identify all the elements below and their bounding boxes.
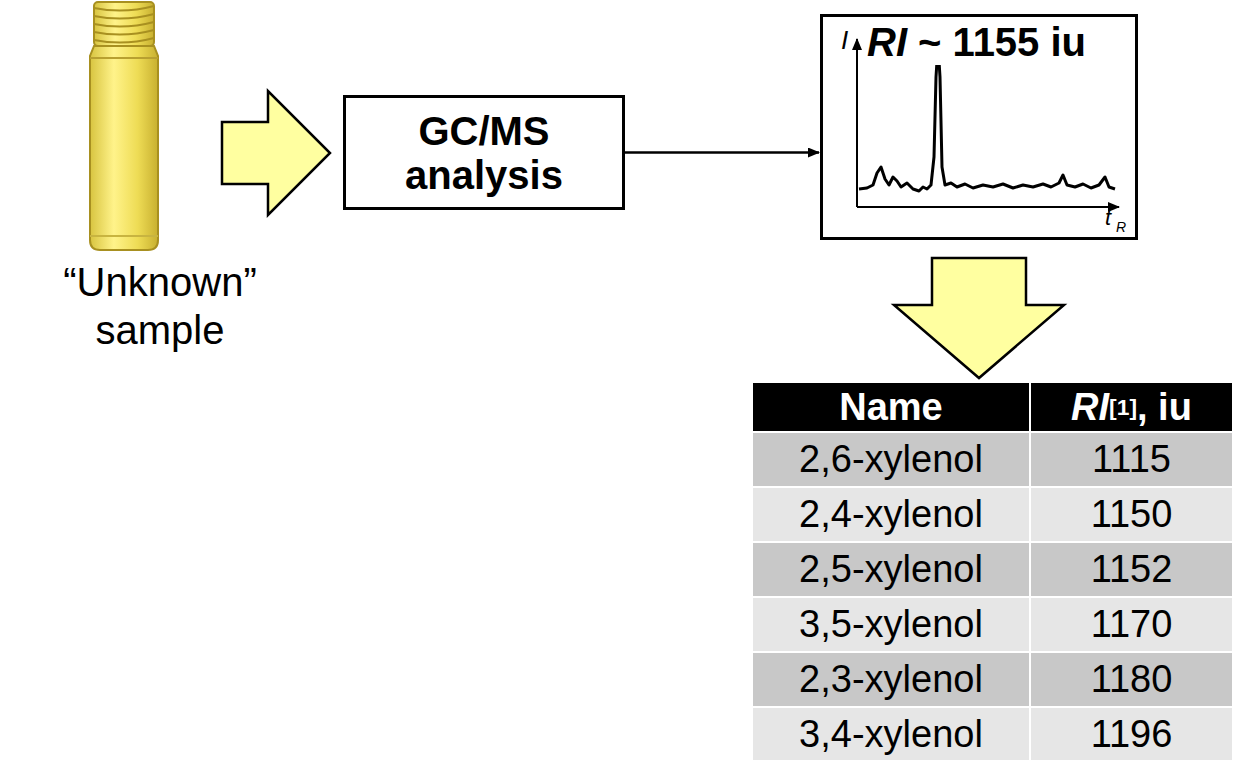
- table-cell: 2,3-xylenol: [752, 652, 1030, 707]
- block-arrow: [222, 91, 330, 215]
- axis-label: R: [1116, 220, 1126, 234]
- table-header-cell: Name: [752, 382, 1030, 432]
- table-cell: 1180: [1030, 652, 1233, 707]
- table-cell: 3,4-xylenol: [752, 707, 1030, 761]
- table-cell: 2,5-xylenol: [752, 542, 1030, 597]
- table-cell: 1115: [1030, 432, 1233, 487]
- flow-arrow: [625, 151, 819, 154]
- sample-label: “Unknown” sample: [35, 258, 285, 354]
- axis-label: I: [841, 27, 848, 53]
- table-cell: 1170: [1030, 597, 1233, 652]
- process-box: GC/MS analysis: [343, 95, 625, 210]
- vial-illustration: [86, 0, 162, 252]
- table-cell: 3,5-xylenol: [752, 597, 1030, 652]
- process-label: GC/MS analysis: [346, 109, 622, 197]
- data-table: NameRI[1], iu2,6-xylenol11152,4-xylenol1…: [752, 382, 1233, 761]
- chromatogram-box: RI ~ 1155 iu ItR: [820, 14, 1138, 240]
- table-cell: 1196: [1030, 707, 1233, 761]
- sample-vial: “Unknown” sample: [35, 0, 285, 365]
- axis-label: t: [1105, 207, 1111, 229]
- table-cell: 2,6-xylenol: [752, 432, 1030, 487]
- table-cell: 1150: [1030, 487, 1233, 542]
- table-cell: 1152: [1030, 542, 1233, 597]
- block-arrow: [894, 258, 1064, 378]
- table-header-cell: RI[1], iu: [1030, 382, 1233, 432]
- table-cell: 2,4-xylenol: [752, 487, 1030, 542]
- retention-index-label: RI ~ 1155 iu: [865, 19, 1088, 65]
